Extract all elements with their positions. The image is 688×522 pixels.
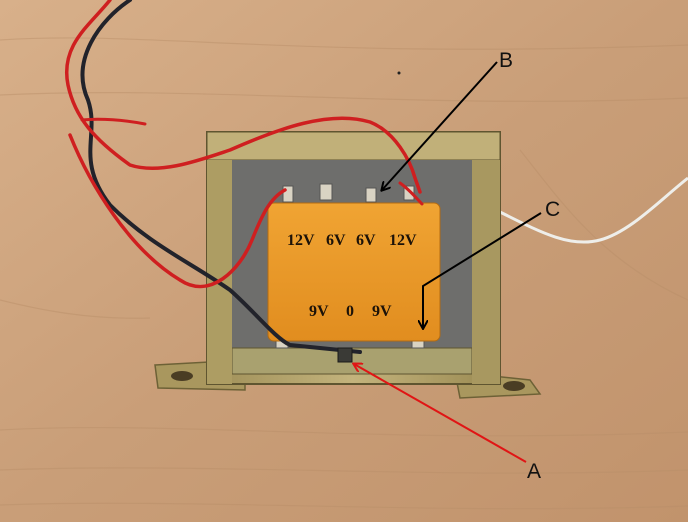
red-wire-end — [398, 181, 424, 206]
tap-label-6v-left: 6V — [326, 232, 346, 249]
callout-c-arrow — [423, 212, 542, 328]
tap-label-6v-right: 6V — [356, 232, 376, 249]
red-wire-primary — [64, 0, 422, 194]
callout-b-label: B — [499, 49, 513, 72]
callout-a-arrow — [354, 364, 527, 463]
tap-label-9v-right: 9V — [372, 303, 392, 320]
insulation-label: 12V 6V 6V 12V 9V 0 9V — [267, 202, 441, 342]
callout-b: B — [382, 49, 513, 190]
tap-label-12v-right: 12V — [389, 232, 417, 249]
red-wire-secondary — [68, 133, 287, 289]
black-wire — [80, 0, 362, 354]
callout-a-label: A — [527, 460, 541, 483]
tap-label-zero: 0 — [346, 303, 354, 320]
tap-label-12v-left: 12V — [287, 232, 315, 249]
callout-b-arrow — [382, 61, 498, 190]
white-wire — [499, 176, 688, 244]
red-wire-twist — [80, 117, 147, 126]
callout-a: A — [354, 364, 541, 483]
lead-wires — [64, 0, 424, 354]
speck — [397, 71, 401, 75]
tap-label-9v-left: 9V — [309, 303, 329, 320]
callout-c-label: C — [545, 198, 560, 221]
bottom-pin — [337, 347, 353, 363]
callout-c: C — [423, 198, 560, 328]
